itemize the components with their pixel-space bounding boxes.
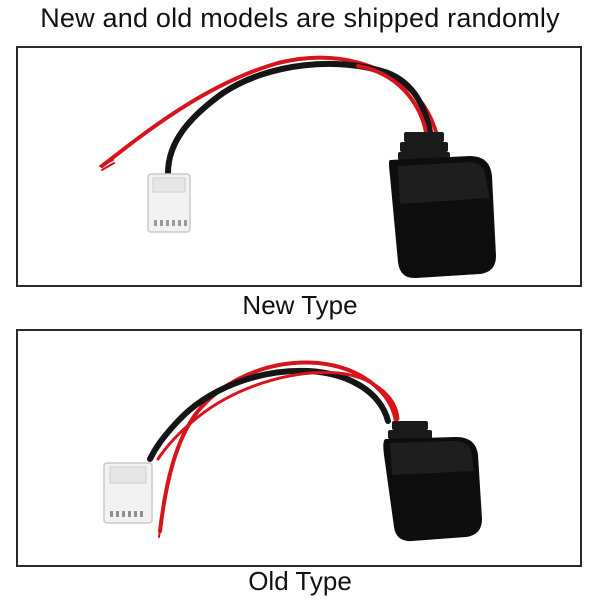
new-type-image-panel (16, 46, 582, 287)
new-type-cable-illustration (99, 55, 496, 279)
old-type-caption: Old Type (248, 566, 352, 596)
old-type-image-panel (16, 329, 582, 567)
old-type-wires (147, 360, 400, 538)
new-type-strain-relief (398, 132, 450, 160)
old-type-strain-relief (388, 421, 432, 439)
new-type-bluetooth-module (389, 156, 496, 279)
old-type-bluetooth-module (383, 437, 482, 542)
old-type-cable-illustration (103, 360, 482, 542)
old-type-white-connector (103, 462, 153, 524)
new-type-caption: New Type (242, 290, 358, 320)
new-type-wires (99, 55, 438, 176)
new-type-white-connector (147, 173, 191, 233)
headline: New and old models are shipped randomly (40, 3, 560, 33)
